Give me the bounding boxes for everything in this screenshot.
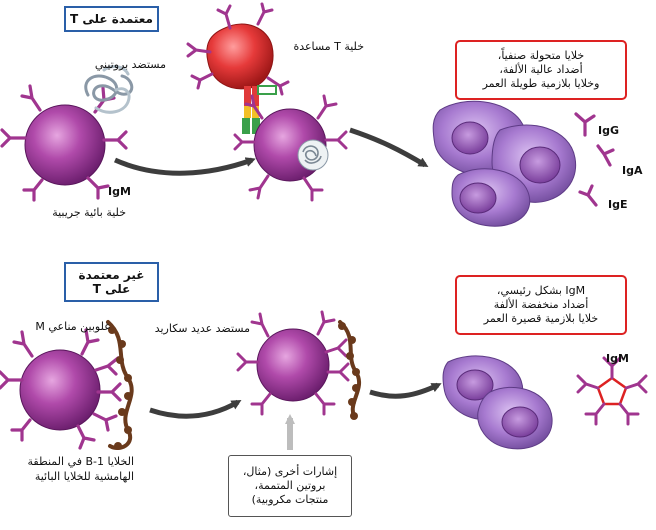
igg-label: IgG [598, 124, 619, 137]
secreted-antibodies-top [574, 112, 615, 207]
b1-cells-label-line-2: الهامشية للخلايا البائية [34, 470, 134, 483]
t-dependent-badge: معتمدة على T [64, 6, 159, 32]
arrow-top-1 [113, 157, 256, 176]
polysaccharide-antigen-2 [338, 320, 362, 420]
iga-label: IgA [622, 164, 643, 177]
t-independent-badge: غير معتمدة على T [64, 262, 159, 302]
igm-label-top: IgM [108, 185, 131, 198]
bcr-receptors-bottom [0, 328, 122, 450]
helper-t-cell [206, 23, 274, 90]
bcr-receptors-activated [233, 94, 348, 202]
ti-outcome-box: IgM بشكل رئيسي، أضداد منخفضة الألفة خلاي… [455, 275, 627, 335]
other-signals-line-1: إشارات أخرى (مثال، [242, 465, 338, 478]
membrane-igm-label: غلوبين مناعي M [35, 320, 110, 333]
t-independent-badge-line-1: غير معتمدة [78, 268, 145, 282]
td-outcome-line-2: أضداد عالية الألفة، [499, 63, 583, 76]
other-signals-line-2: بروتين المتممة، [254, 479, 326, 492]
td-outcome-line-1: خلايا متحولة صنفياً، [497, 49, 585, 62]
tcr-mhc-complex [242, 85, 277, 134]
polysaccharide-antigen-1 [106, 320, 134, 450]
igm-label-bottom: IgM [606, 352, 629, 365]
arrow-bottom-2 [369, 382, 442, 399]
ti-outcome-line-3: خلايا بلازمية قصيرة العمر [483, 312, 599, 325]
arrow-top-2 [349, 127, 429, 168]
pentameric-igm [576, 356, 648, 426]
protein-antigen [84, 65, 134, 114]
arrow-bottom-1 [149, 399, 242, 419]
ti-outcome-line-1: IgM بشكل رئيسي، [496, 284, 586, 297]
activated-b-cell-bottom [256, 328, 330, 402]
b1-cells-label-line-1: الخلايا B-1 في المنطقة [27, 455, 135, 468]
td-outcome-line-3: وخلايا بلازمية طويلة العمر [482, 77, 600, 90]
tcr-receptors [186, 2, 290, 96]
follicular-b-cell-label: خلية بائية جريبية [52, 206, 126, 219]
protein-antigen-label: مستضد بروتيني [94, 58, 166, 71]
other-signals-line-3: منتجات مكروبية) [251, 493, 329, 506]
bcr-receptors-bottom-activated [236, 310, 350, 416]
plasma-cells-top [432, 100, 577, 227]
ige-label: IgE [608, 198, 628, 211]
ti-outcome-line-2: أضداد منخفضة الألفة [493, 298, 589, 311]
follicular-b-cell [24, 104, 106, 186]
td-outcome-box: خلايا متحولة صنفياً، أضداد عالية الألفة،… [455, 40, 627, 100]
other-signals-box: إشارات أخرى (مثال، بروتين المتممة، منتجا… [228, 455, 352, 517]
polysaccharide-label: مستضد عديد سكاريد [154, 322, 250, 335]
t-independent-badge-line-2: على T [92, 282, 131, 296]
t-dependent-badge-text: معتمدة على T [70, 12, 153, 26]
activated-b-cell [253, 108, 329, 182]
plasma-cells-bottom [442, 355, 553, 450]
mz-b1-b-cell [19, 349, 101, 431]
helper-t-label: خلية T مساعدة [293, 40, 364, 53]
